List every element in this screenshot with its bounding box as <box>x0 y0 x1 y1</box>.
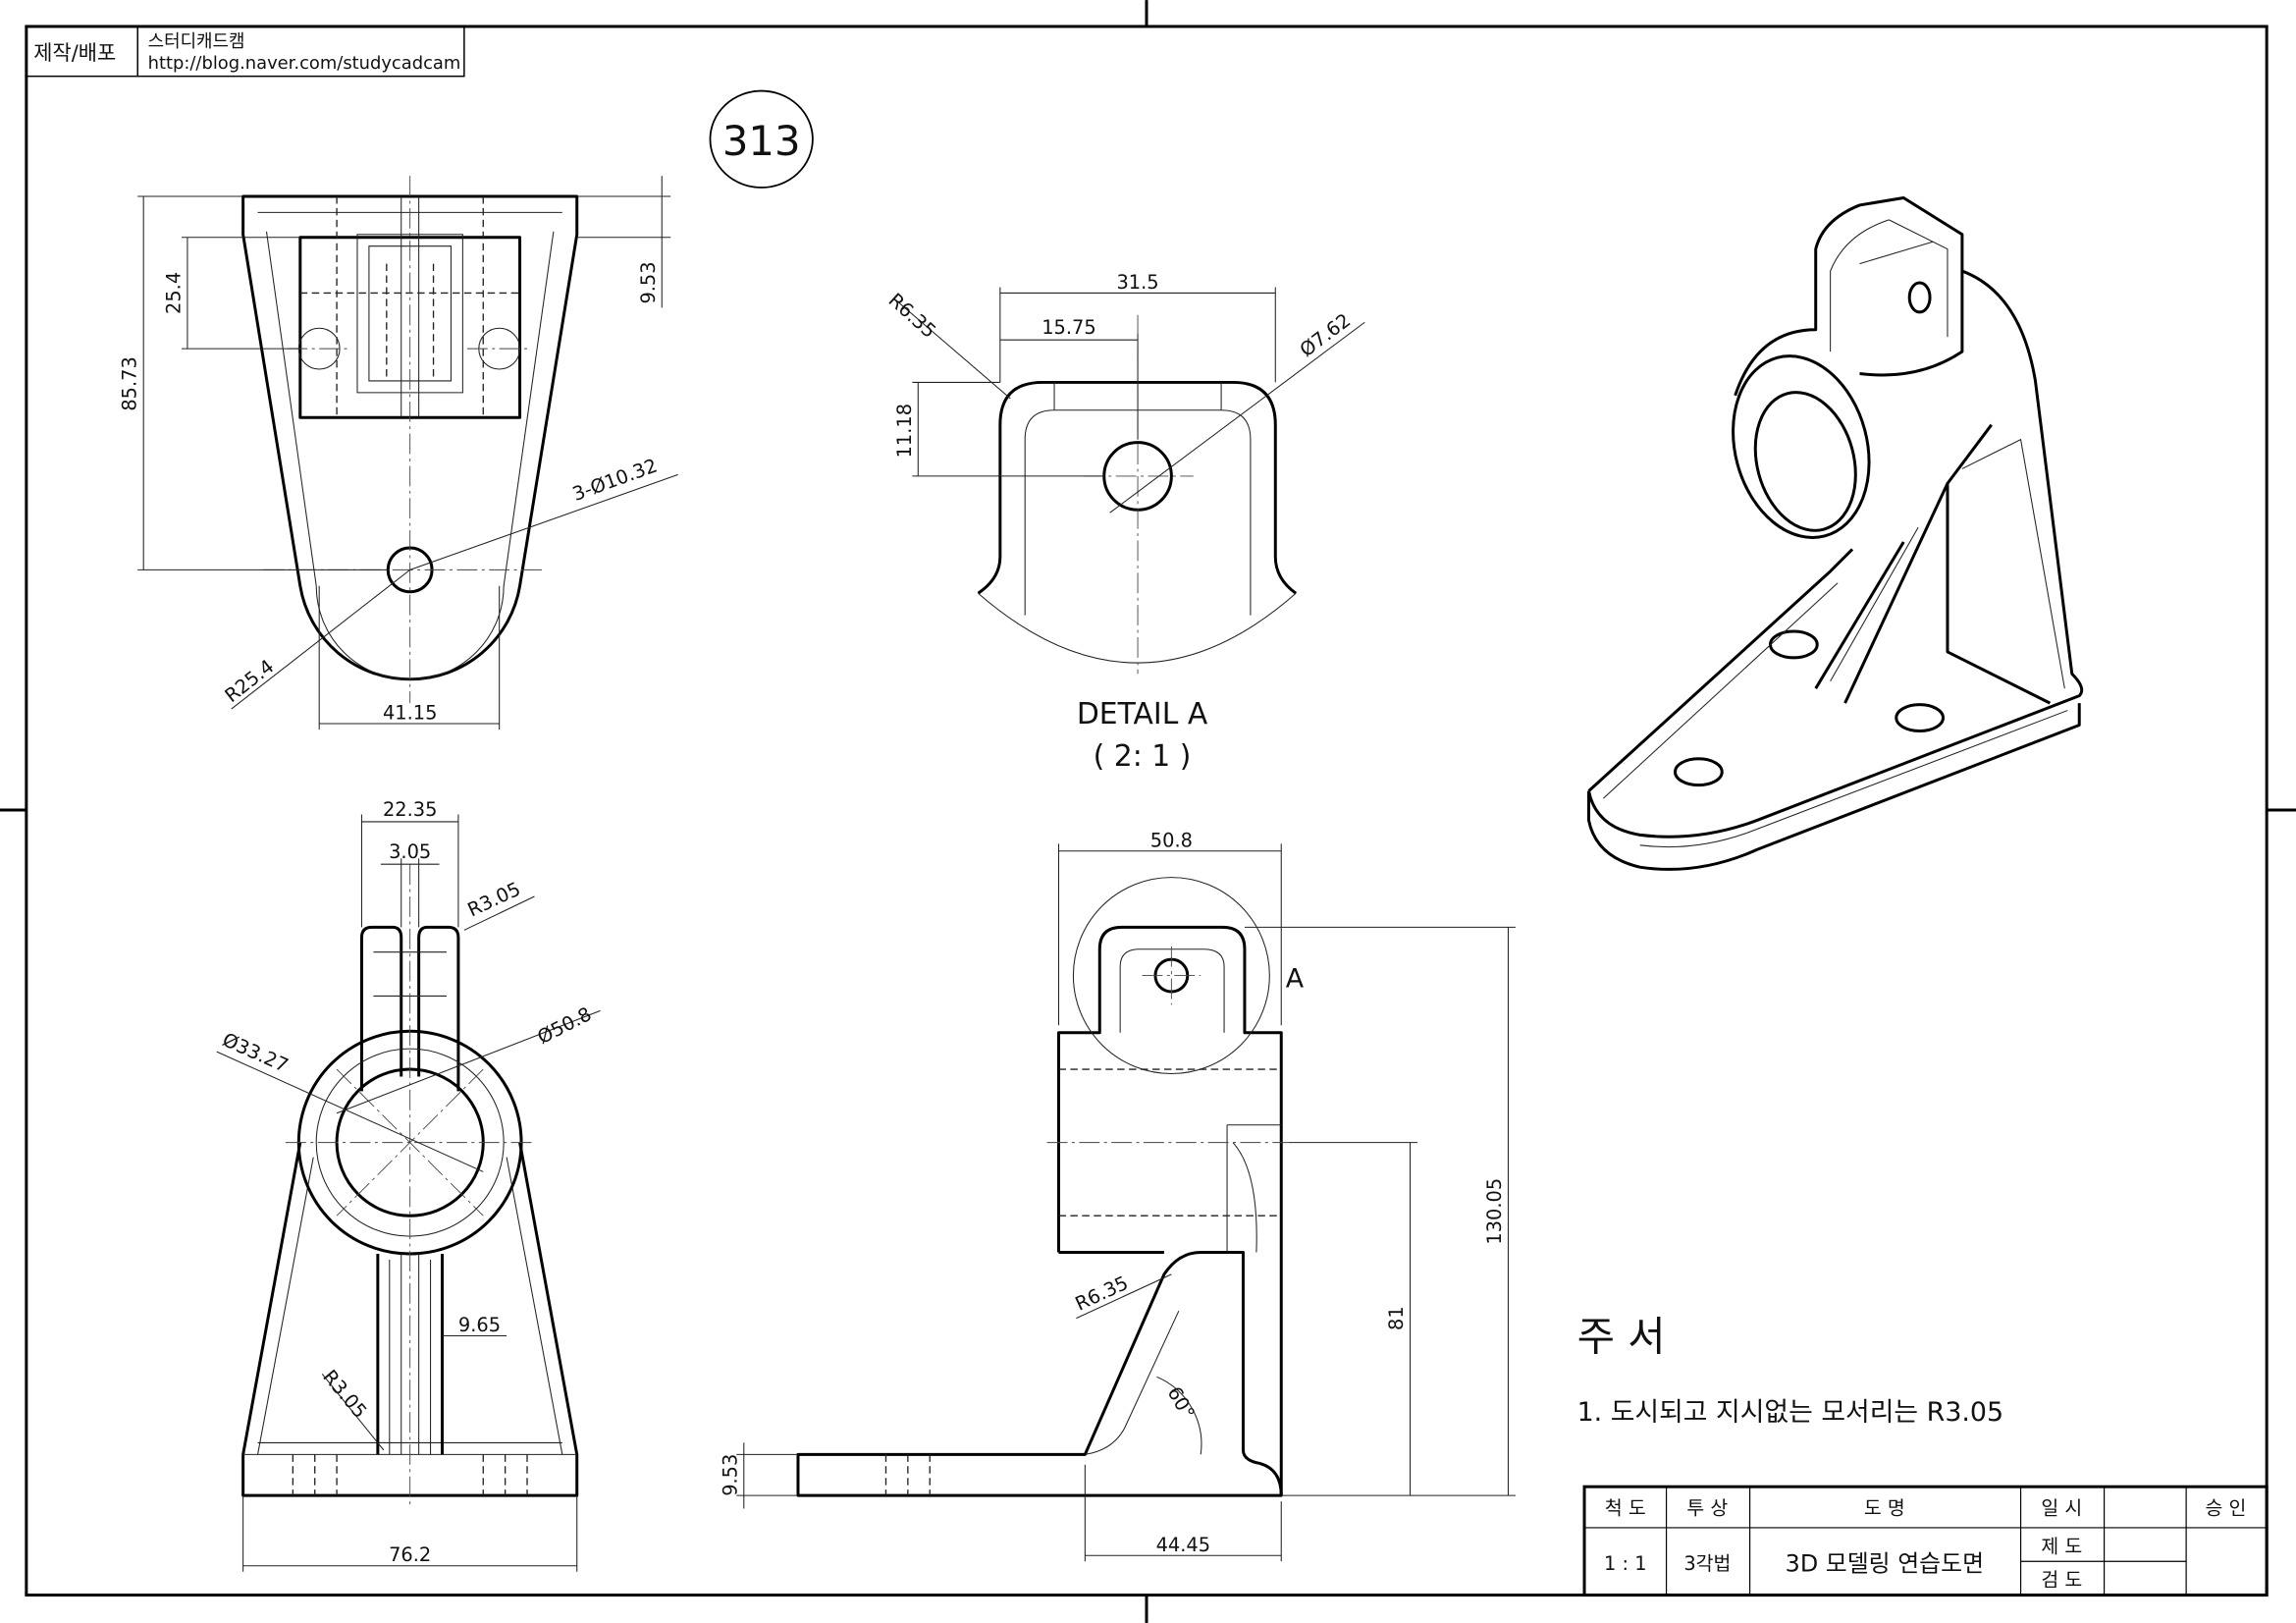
dim-25-4: 25.4 <box>162 272 185 314</box>
drawing-number: 313 <box>722 117 801 165</box>
notes-title: 주 서 <box>1577 1312 1666 1360</box>
dim-dia7-62: Ø7.62 <box>1296 309 1355 362</box>
dim-9-53: 9.53 <box>637 261 660 303</box>
detail-a-scale: ( 2: 1 ) <box>1094 739 1192 774</box>
drawing-number-balloon: 313 <box>709 89 814 189</box>
drafted-label: 제 도 <box>2041 1535 2082 1557</box>
dim-31-5: 31.5 <box>1116 271 1158 294</box>
notes: 주 서 1. 도시되고 지시없는 모서리는 R3.05 <box>1577 1312 2004 1428</box>
projection-label: 투 상 <box>1686 1497 1728 1520</box>
dim-9-65: 9.65 <box>458 1314 501 1336</box>
dim-r6-35-side: R6.35 <box>1072 1271 1132 1316</box>
detail-a-title: DETAIL A <box>1077 697 1208 731</box>
producer-box: 제작/배포 스터디캐드캠 http://blog.naver.com/study… <box>26 26 465 78</box>
top-view: 85.73 25.4 9.53 41.15 R25.4 3-Ø10.32 <box>119 176 678 730</box>
detail-a-view: 31.5 15.75 11.18 R6.35 Ø7.62 DETAIL A ( … <box>884 271 1365 774</box>
dim-r25-4: R25.4 <box>221 655 279 707</box>
dim-angle-60: 60° <box>1163 1382 1200 1423</box>
dim-50-8: 50.8 <box>1150 829 1193 851</box>
detail-a-ref: A <box>1286 964 1305 995</box>
dim-22-35: 22.35 <box>383 798 437 821</box>
dim-r3-05-top: R3.05 <box>464 878 524 922</box>
approval-label: 승 인 <box>2205 1497 2246 1520</box>
scale-label: 척 도 <box>1605 1497 1646 1520</box>
checked-label: 검 도 <box>2041 1569 2082 1592</box>
dim-41-15: 41.15 <box>383 702 437 725</box>
note-1: 1. 도시되고 지시없는 모서리는 R3.05 <box>1577 1397 2004 1428</box>
sheet-border <box>25 25 2269 1597</box>
dim-130-05: 130.05 <box>1483 1178 1506 1245</box>
name-label: 도 명 <box>1864 1497 1905 1520</box>
dim-44-45: 44.45 <box>1156 1534 1210 1556</box>
producer-url[interactable]: http://blog.naver.com/studycadcam <box>148 53 461 74</box>
producer-name: 스터디캐드캠 <box>148 31 245 52</box>
dim-81: 81 <box>1385 1306 1408 1330</box>
dim-dia33-27: Ø33.27 <box>219 1028 292 1077</box>
title-block: 척 도 투 상 도 명 일 시 승 인 1 : 1 3각법 3D 모델링 연습도… <box>1582 1485 2269 1597</box>
dim-r6-35: R6.35 <box>884 289 940 343</box>
producer-label: 제작/배포 <box>33 41 116 65</box>
drawing-name: 3D 모델링 연습도면 <box>1786 1550 1984 1578</box>
projection-value: 3각법 <box>1683 1552 1731 1575</box>
dim-3-05: 3.05 <box>389 840 431 863</box>
dim-15-75: 15.75 <box>1041 316 1095 339</box>
dim-r3-05-rib: R3.05 <box>318 1366 371 1423</box>
dim-dia50-8: Ø50.8 <box>534 1002 595 1049</box>
dim-3-holes: 3-Ø10.32 <box>569 455 660 506</box>
dim-9-53-side: 9.53 <box>719 1454 741 1496</box>
date-label: 일 시 <box>2041 1497 2082 1520</box>
dim-11-18: 11.18 <box>893 404 916 458</box>
scale-value: 1 : 1 <box>1604 1552 1646 1575</box>
dim-85-73: 85.73 <box>119 356 141 410</box>
isometric-view <box>1587 195 2084 871</box>
side-view: A 50.8 130.05 81 44.45 9.53 R6.35 60° <box>719 829 1516 1562</box>
front-view: 22.35 3.05 R3.05 Ø33.27 Ø50.8 9.65 R3.05… <box>216 798 601 1572</box>
dim-76-2: 76.2 <box>389 1543 431 1566</box>
